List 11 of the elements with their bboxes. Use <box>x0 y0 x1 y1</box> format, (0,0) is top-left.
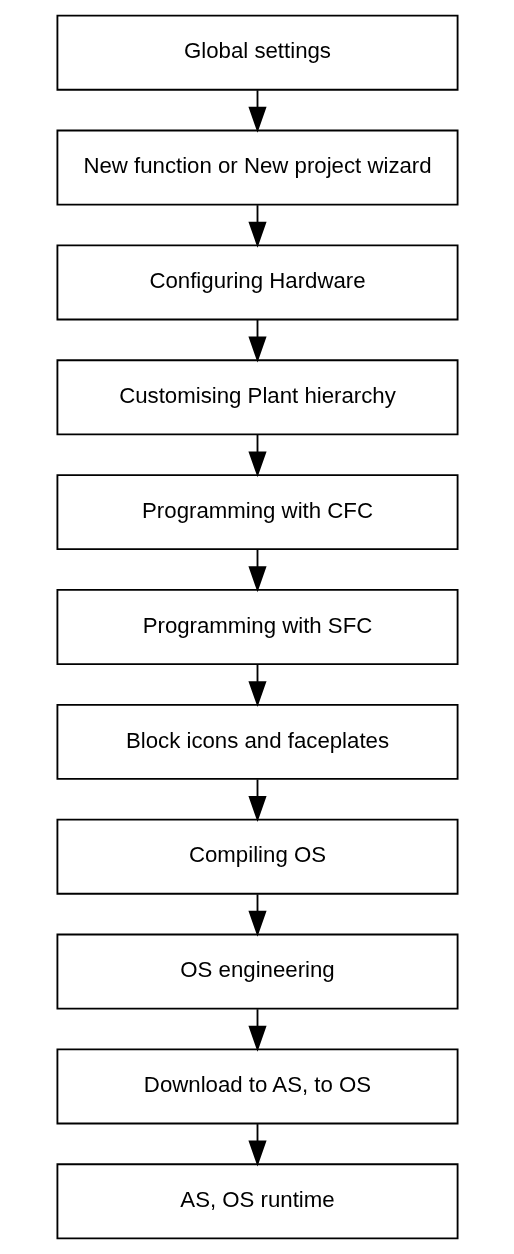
node-box: Programming with CFC <box>56 474 458 551</box>
node-box: Programming with SFC <box>56 589 458 665</box>
node-box: Configuring Hardware <box>56 244 458 321</box>
node-box: Block icons and faceplates <box>56 703 458 780</box>
node-box: Compiling OS <box>56 818 458 895</box>
node-box: AS, OS runtime <box>56 1163 458 1240</box>
node-box: Customising Plant hierarchy <box>56 359 458 436</box>
node-box: Global settings <box>56 14 458 91</box>
node-box: New function or New project wizard <box>56 129 458 206</box>
node-box: OS engineering <box>56 933 458 1010</box>
node-box: Download to AS, to OS <box>56 1048 458 1125</box>
